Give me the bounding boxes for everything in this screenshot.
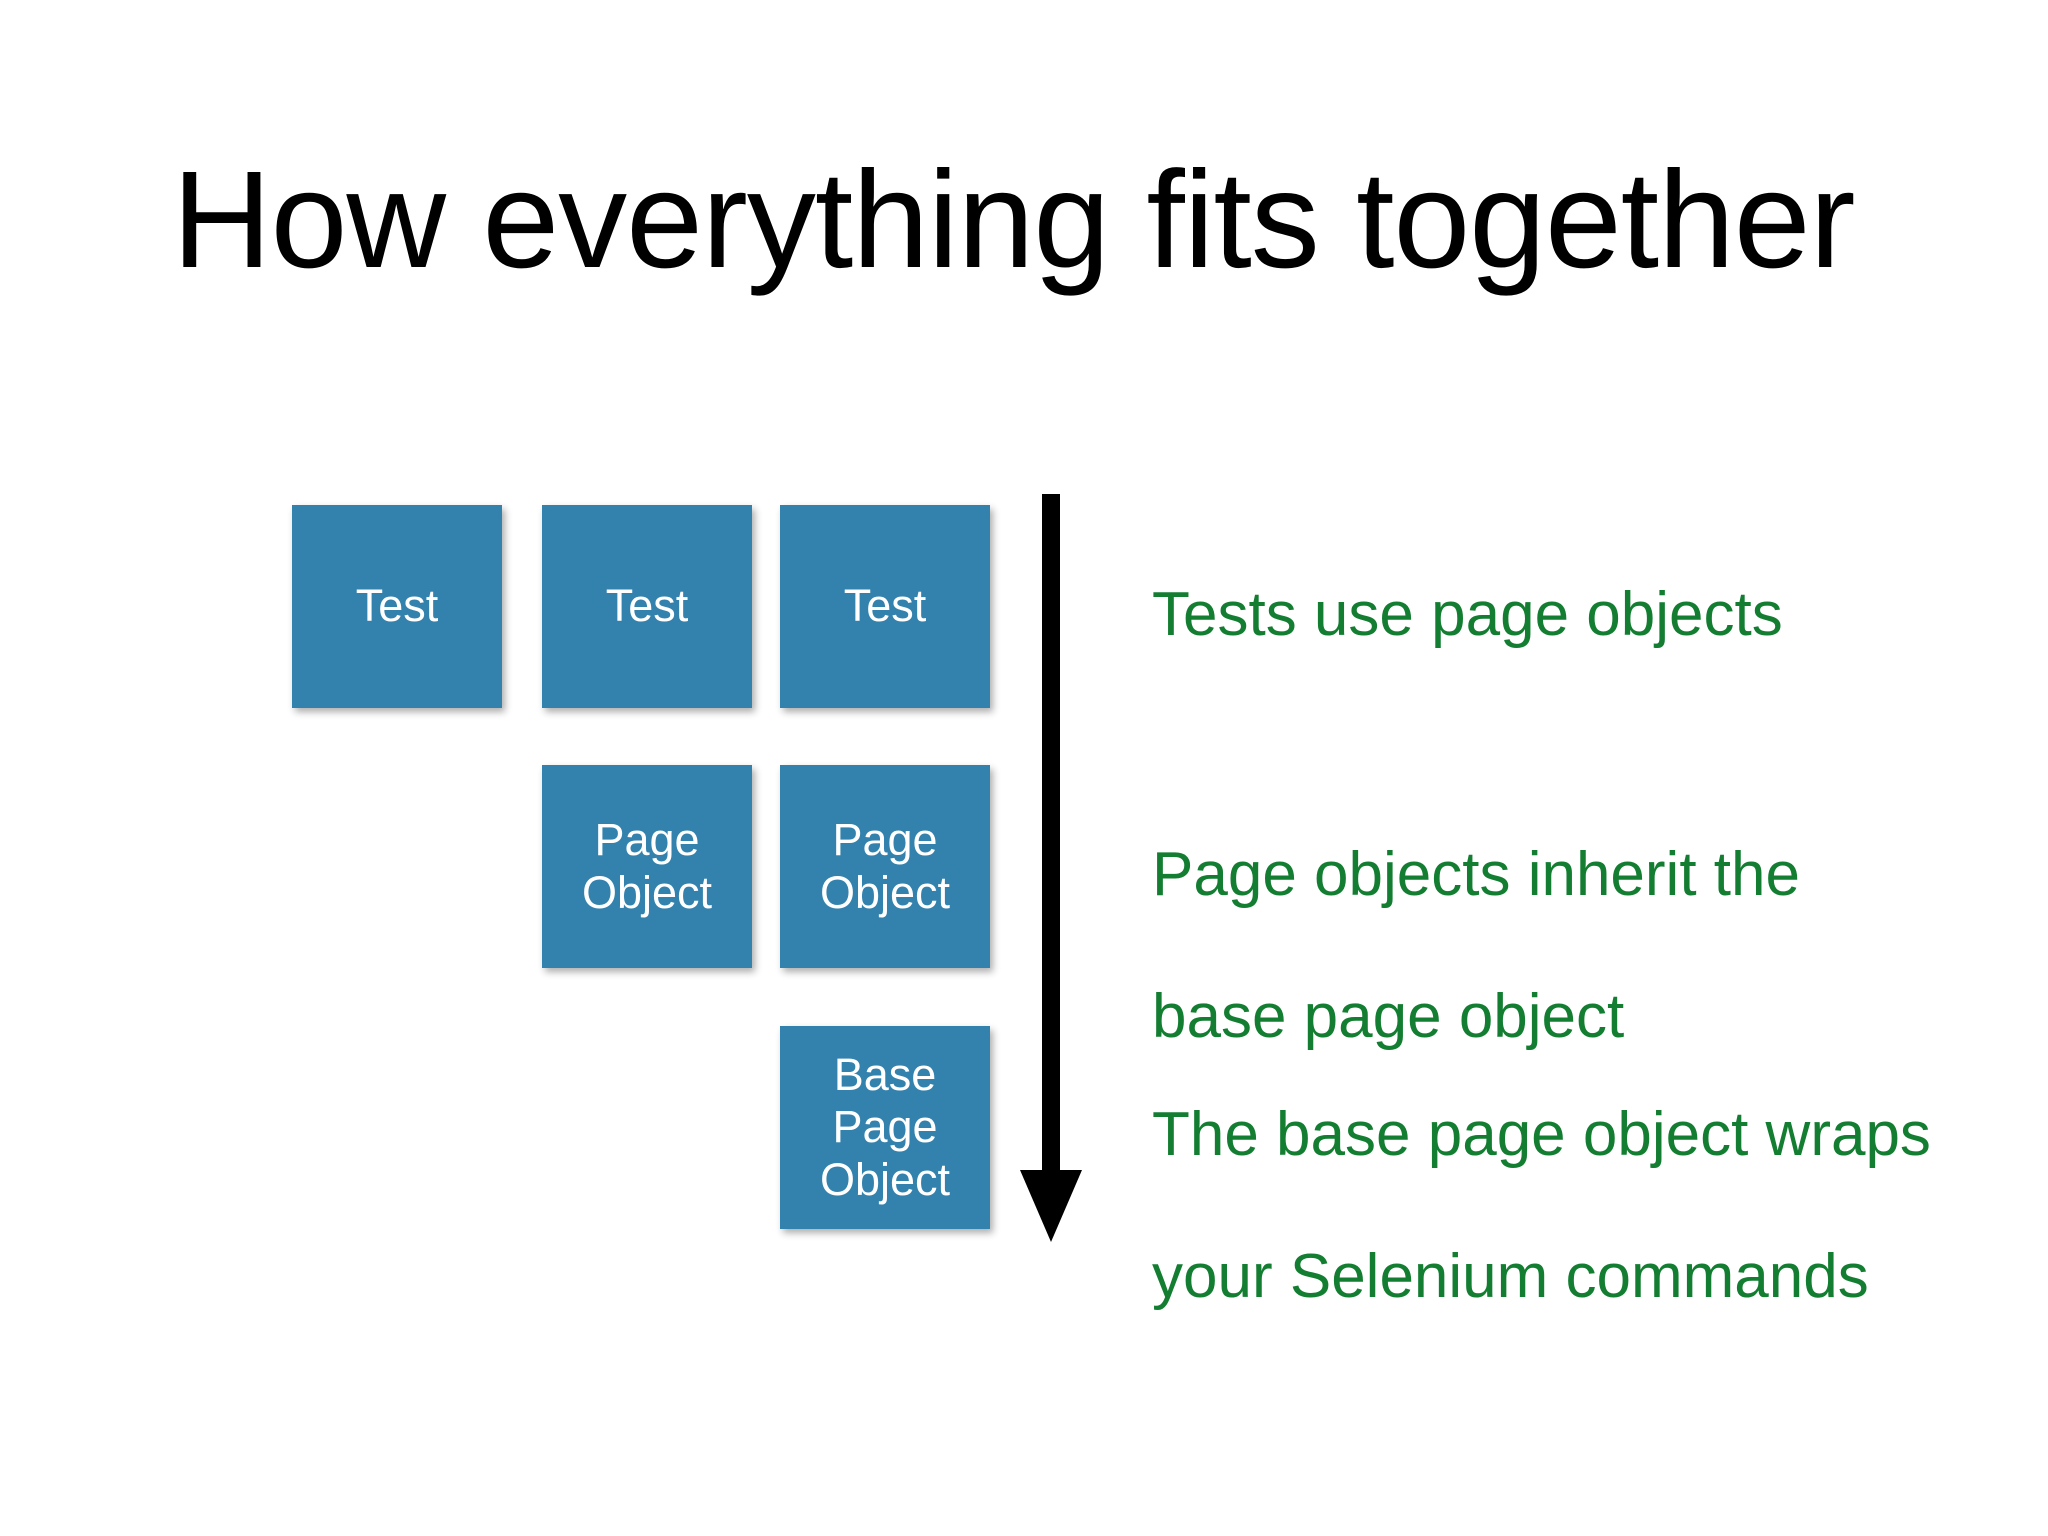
- callout-page-objects-inherit: Page objects inherit the base page objec…: [1152, 782, 1800, 1128]
- diagram-box-base-page-object: Base Page Object: [780, 1026, 990, 1229]
- callout-line: base page object: [1152, 982, 1625, 1051]
- callout-base-page-object-wraps: The base page object wraps your Selenium…: [1152, 1042, 1931, 1388]
- diagram-box-page-object-1: Page Object: [542, 765, 752, 968]
- callout-tests-use-page-objects: Tests use page objects: [1152, 522, 1783, 726]
- diagram-box-test-2: Test: [542, 505, 752, 708]
- diagram-box-page-object-2: Page Object: [780, 765, 990, 968]
- down-arrow-icon: [1006, 494, 1096, 1254]
- diagram-box-test-1: Test: [292, 505, 502, 708]
- callout-line: Tests use page objects: [1152, 580, 1783, 649]
- callout-line: your Selenium commands: [1152, 1242, 1869, 1311]
- callout-line: The base page object wraps: [1152, 1100, 1931, 1169]
- diagram-box-test-3: Test: [780, 505, 990, 708]
- page-title: How everything fits together: [172, 143, 1856, 297]
- callout-line: Page objects inherit the: [1152, 840, 1800, 909]
